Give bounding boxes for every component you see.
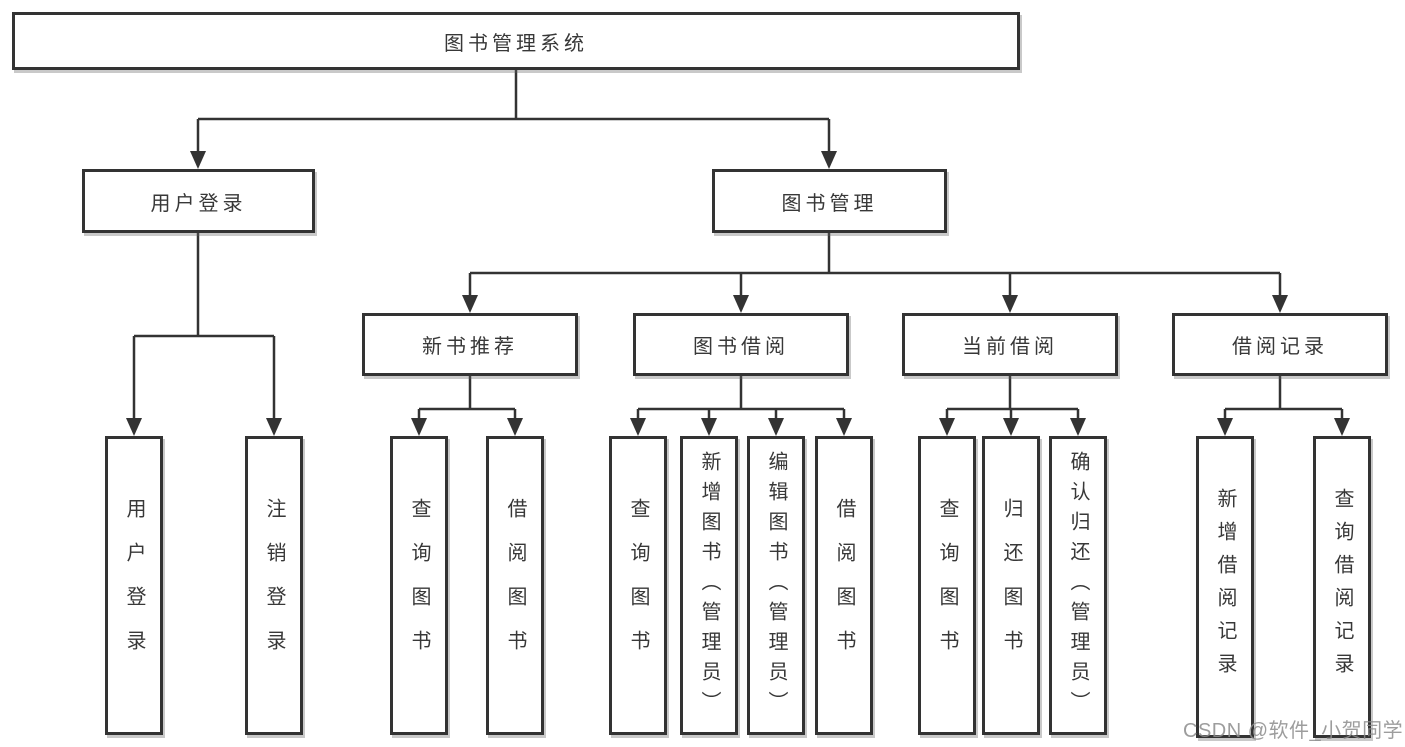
node-current-borrowing: 当前借阅 xyxy=(902,313,1118,376)
leaf-query-books-current: 查询图书 xyxy=(918,436,976,735)
leaf-user-login: 用户登录 xyxy=(105,436,163,735)
leaf-query-books-recommend: 查询图书 xyxy=(390,436,448,735)
node-label: 查询图书 xyxy=(627,497,649,674)
node-label: 确认归还（管理员） xyxy=(1067,450,1089,721)
node-label: 归还图书 xyxy=(1000,497,1022,674)
node-label: 注销登录 xyxy=(263,497,285,674)
connector-newbook-to-leaves xyxy=(417,376,517,420)
node-book-borrowing: 图书借阅 xyxy=(633,313,849,376)
leaf-query-borrow-record: 查询借阅记录 xyxy=(1313,436,1371,738)
leaf-edit-book-admin: 编辑图书（管理员） xyxy=(747,436,805,735)
leaf-logout: 注销登录 xyxy=(245,436,303,735)
leaf-return-books: 归还图书 xyxy=(982,436,1040,735)
arrowheads xyxy=(126,151,1350,436)
node-label: 借阅图书 xyxy=(504,497,526,674)
node-user-login: 用户登录 xyxy=(82,169,315,233)
node-label: 图书管理 xyxy=(781,192,878,215)
node-label: 查询图书 xyxy=(408,497,430,674)
node-label: 用户登录 xyxy=(150,192,247,215)
node-label: 编辑图书（管理员） xyxy=(765,450,787,721)
connector-curborrow-to-leaves xyxy=(945,376,1080,420)
node-borrowing-records: 借阅记录 xyxy=(1172,313,1388,376)
node-label: 借阅图书 xyxy=(833,497,855,674)
leaf-add-borrow-record: 新增借阅记录 xyxy=(1196,436,1254,738)
node-label: 借阅记录 xyxy=(1232,336,1328,358)
node-label: 图书管理系统 xyxy=(444,32,588,55)
connector-root-to-level2 xyxy=(196,70,831,153)
leaf-confirm-return-admin: 确认归还（管理员） xyxy=(1049,436,1107,735)
connector-bookmgmt-to-level3 xyxy=(468,233,1282,297)
connector-borrowrec-to-leaves xyxy=(1223,376,1344,420)
connector-userlogin-to-leaves xyxy=(132,233,276,420)
node-book-management: 图书管理 xyxy=(712,169,947,233)
leaf-borrow-books-borrowing: 借阅图书 xyxy=(815,436,873,735)
node-label: 当前借阅 xyxy=(962,336,1058,358)
node-label: 查询图书 xyxy=(936,497,958,674)
node-new-book-recommendation: 新书推荐 xyxy=(362,313,578,376)
node-label: 新书推荐 xyxy=(422,336,518,358)
leaf-borrow-books-recommend: 借阅图书 xyxy=(486,436,544,735)
node-label: 图书借阅 xyxy=(693,336,789,358)
leaf-query-books-borrowing: 查询图书 xyxy=(609,436,667,735)
csdn-watermark: CSDN @软件_小贺同学 xyxy=(1183,720,1404,742)
node-label: 用户登录 xyxy=(123,497,145,674)
leaf-add-book-admin: 新增图书（管理员） xyxy=(680,436,738,735)
node-library-management-system: 图书管理系统 xyxy=(12,12,1020,70)
node-label: 新增图书（管理员） xyxy=(698,450,720,721)
node-label: 新增借阅记录 xyxy=(1214,488,1236,686)
node-label: 查询借阅记录 xyxy=(1331,488,1353,686)
connector-bookborrow-to-leaves xyxy=(636,376,846,420)
